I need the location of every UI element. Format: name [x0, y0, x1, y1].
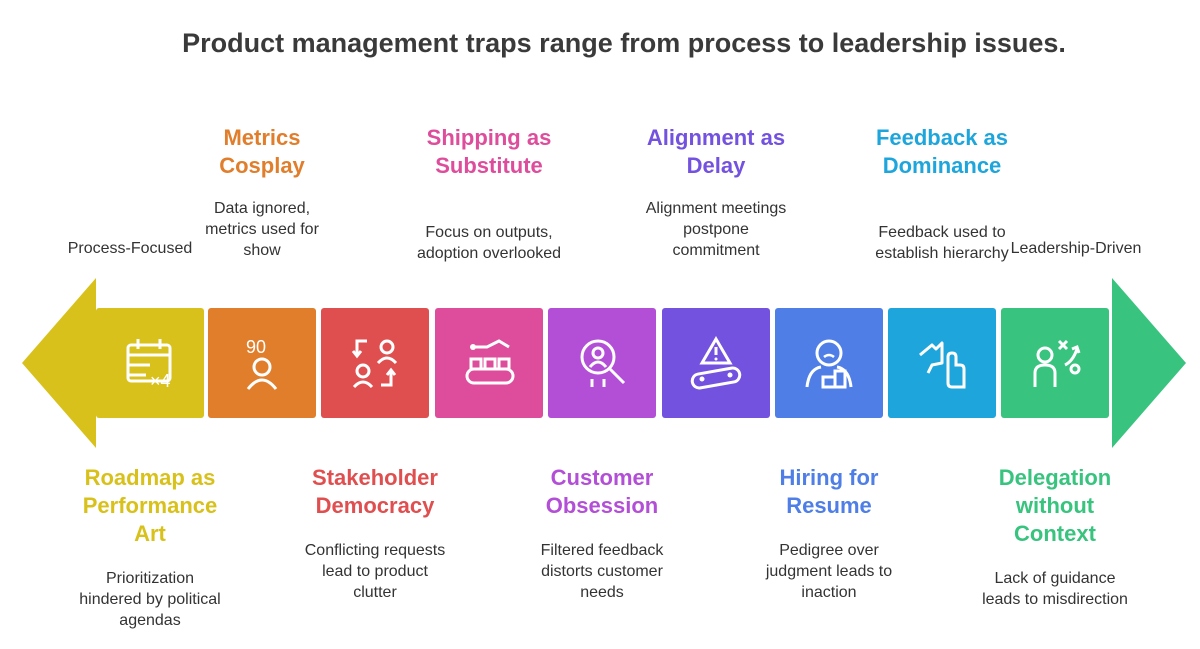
step-title-line: Performance	[82, 493, 218, 518]
step-description-line: Alignment meetings	[645, 200, 787, 217]
step-description-line: Focus on outputs,	[425, 224, 553, 241]
step-title-line: Shipping as	[426, 125, 552, 150]
step-description: Prioritization hindered by political agend…	[65, 568, 235, 631]
score-person-icon: 90	[246, 337, 278, 390]
step-title-line: Cosplay	[219, 153, 305, 178]
step-description-line: needs	[580, 584, 624, 601]
left-arrow-head	[22, 278, 96, 448]
step-description-line: show	[243, 242, 281, 259]
left-end-label: Process-Focused	[67, 240, 193, 257]
step-description-line: establish hierarchy	[875, 245, 1009, 262]
right-end-label: Leadership-Driven	[1010, 240, 1142, 257]
strategy-person-icon	[1033, 339, 1081, 387]
step-description: Conflicting requests lead to product clutt…	[290, 540, 460, 603]
segment-9	[1001, 308, 1109, 418]
pointing-hands-icon	[919, 341, 966, 389]
step-description: Feedback used to establish hierarchy	[857, 222, 1027, 264]
step-title-line: Delegation	[998, 465, 1112, 490]
step-title-line: Alignment as	[646, 125, 786, 150]
step-description-line: Conflicting requests	[304, 542, 446, 559]
step-title-line: Resume	[786, 493, 872, 518]
step-description: Focus on outputs, adoption overlooked	[404, 222, 574, 264]
step-description-line: inaction	[801, 584, 857, 601]
step-description-line: Filtered feedback	[540, 542, 664, 559]
step-description-line: hindered by political	[79, 591, 221, 608]
step-description-line: metrics used for	[205, 221, 319, 238]
step-description-line: clutter	[353, 584, 397, 601]
warning-conveyor-icon	[690, 336, 742, 390]
step-title-line: Substitute	[435, 153, 543, 178]
step-title-line: Stakeholder	[312, 465, 438, 490]
step-title-line: Art	[134, 521, 166, 546]
step-description: Alignment meetings postpone commitment	[631, 198, 801, 261]
step-title-line: Dominance	[882, 153, 1002, 178]
segment-6	[662, 308, 770, 418]
right-arrow-head	[1112, 278, 1186, 448]
step-title-line: Context	[1014, 521, 1096, 546]
step-description: Lack of guidance leads to misdirection	[970, 568, 1140, 610]
calendar-icon: ×4	[126, 339, 172, 391]
podium-person-icon	[805, 339, 853, 389]
svg-text:×4: ×4	[150, 371, 171, 391]
step-description-line: Pedigree over	[779, 542, 879, 559]
step-title-line: Delay	[686, 153, 746, 178]
step-description-line: Prioritization	[105, 570, 195, 587]
step-title: Feedback as Dominance	[842, 124, 1042, 180]
conveyor-robot-icon	[465, 339, 515, 385]
step-title-line: Customer	[550, 465, 654, 490]
step-title-line: Roadmap as	[84, 465, 216, 490]
step-description-line: judgment leads to	[765, 563, 893, 580]
segment-1: ×4	[96, 308, 204, 418]
step-description-line: adoption overlooked	[416, 245, 562, 262]
step-description-line: postpone	[683, 221, 749, 238]
segment-4	[435, 308, 543, 418]
step-title-line: Feedback as	[875, 125, 1009, 150]
svg-text:90: 90	[246, 337, 266, 357]
step-title-line: without	[1015, 493, 1095, 518]
exchange-people-icon	[351, 339, 398, 389]
step-title-line: Obsession	[545, 493, 659, 518]
step-description-line: commitment	[672, 242, 760, 259]
step-description-line: distorts customer	[541, 563, 663, 580]
step-description-line: leads to misdirection	[982, 591, 1128, 608]
segment-8	[888, 308, 996, 418]
step-title: Shipping as Substitute	[389, 124, 589, 180]
page-title: Product management traps range from proc…	[182, 28, 1066, 58]
step-title: Alignment as Delay	[616, 124, 816, 180]
step-title-line: Hiring for	[779, 465, 879, 490]
step-description-line: agendas	[119, 612, 181, 629]
step-description-line: lead to product	[322, 563, 428, 580]
step-title-line: Metrics	[223, 125, 301, 150]
segment-2: 90	[208, 308, 316, 418]
step-description-line: Lack of guidance	[994, 570, 1116, 587]
magnify-person-icon	[580, 339, 626, 387]
segment-5	[548, 308, 656, 418]
segment-3	[321, 308, 429, 418]
segment-7	[775, 308, 883, 418]
step-description-line: Feedback used to	[878, 224, 1006, 241]
step-description: Pedigree over judgment leads to inaction	[744, 540, 914, 603]
step-description-line: Data ignored,	[213, 200, 311, 217]
step-title-line: Democracy	[315, 493, 435, 518]
step-description: Filtered feedback distorts customer needs	[517, 540, 687, 603]
step-description: Data ignored, metrics used for show	[177, 198, 347, 261]
